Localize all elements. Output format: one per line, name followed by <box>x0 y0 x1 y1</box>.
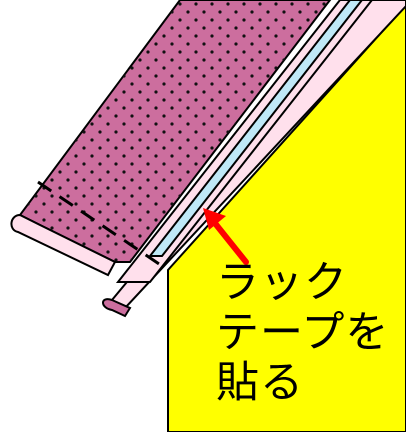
yellow-panel <box>167 3 406 432</box>
rack-tape <box>147 0 364 257</box>
instruction-caption: ラック テープを 貼る <box>216 258 401 408</box>
fabric-rolled-edge <box>10 213 117 277</box>
caption-line-2: テープを <box>216 308 390 358</box>
red-arrow-icon <box>203 208 249 265</box>
binding-bottom-cap <box>102 298 132 318</box>
caption-line-1: ラック <box>216 258 348 308</box>
caption-line-3: 貼る <box>216 358 304 408</box>
